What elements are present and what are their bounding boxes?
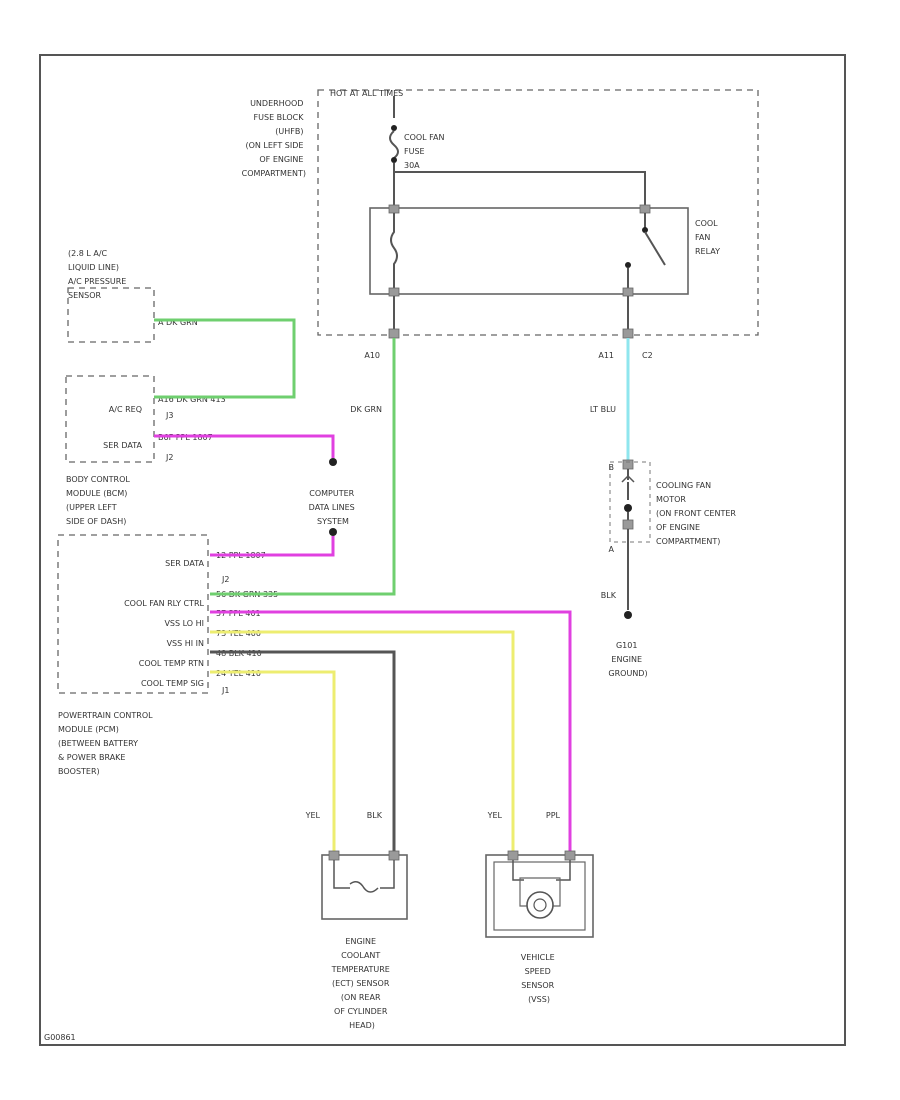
data-lines-dot-bottom — [329, 528, 337, 536]
lt-blu-label: LT BLU — [590, 405, 616, 414]
cool-fan-fuse — [389, 96, 399, 205]
pcm-row-label: VSS LO HI — [164, 619, 204, 628]
fan-pin-b: B — [609, 463, 615, 472]
ect-sensor — [321, 850, 408, 920]
wire-cool-temp-sig — [210, 670, 336, 855]
cooling-fan-motor — [609, 459, 651, 619]
pin-a10 — [388, 328, 400, 339]
bcm-row-label: SER DATA — [103, 441, 142, 450]
vss-wire-yel-label: YEL — [487, 811, 503, 820]
diagram-border — [39, 54, 846, 1046]
bcm-row-conn: J2 — [165, 453, 173, 462]
wire-cool-temp-rtn — [210, 650, 396, 855]
vss-name: VEHICLE SPEED SENSOR (VSS) — [521, 953, 558, 1004]
fuse-block-header: HOT AT ALL TIMES — [330, 89, 403, 98]
pcm-name: POWERTRAIN CONTROL MODULE (PCM) (BETWEEN… — [58, 711, 155, 776]
fan-ground-wire-label: BLK — [601, 591, 617, 600]
pin-c2-label: C2 — [642, 351, 653, 360]
pcm-rows: SER DATA 12 PPL 1807 COOL FAN RLY CTRL 5… — [124, 551, 278, 688]
relay-coil — [388, 204, 400, 297]
ect-wire-blk-label: BLK — [367, 811, 383, 820]
pin-a10-label: A10 — [364, 351, 380, 360]
fan-pin-a: A — [609, 545, 615, 554]
cool-fan-relay-box — [369, 207, 689, 295]
bcm-row-conn: J3 — [165, 411, 173, 420]
figure-id: G00861 — [44, 1033, 76, 1042]
wire-bcm-ser-data — [154, 434, 335, 458]
ect-wire-yel-label: YEL — [305, 811, 321, 820]
vss-wire-ppl-label: PPL — [546, 811, 561, 820]
wire-vss-low — [210, 610, 572, 855]
pcm-row-label: SER DATA — [165, 559, 204, 568]
ground-label: G101 ENGINE GROUND) — [608, 641, 647, 678]
pcm-row-label: COOL FAN RLY CTRL — [124, 599, 204, 608]
data-lines-dot-top — [329, 458, 337, 466]
wire-vss-high — [210, 630, 515, 855]
pin-a11-label: A11 — [598, 351, 614, 360]
relay-name: COOL FAN RELAY — [695, 219, 720, 256]
dk-grn-label: DK GRN — [350, 405, 382, 414]
ect-sensor-name: ENGINE COOLANT TEMPERATURE (ECT) SENSOR … — [331, 937, 393, 1030]
relay-switch — [622, 204, 666, 297]
bcm-row-label: A/C REQ — [109, 405, 142, 414]
bcm-row-wire: A16 DK GRN 413 — [158, 395, 226, 404]
pin-a11 — [622, 328, 634, 339]
vss-sensor — [485, 850, 594, 938]
ac-sensor-wire-label: A DK GRN — [158, 318, 198, 327]
bcm-box — [65, 375, 155, 463]
fuse-block-outline — [317, 89, 759, 336]
fan-motor-name: COOLING FAN MOTOR (ON FRONT CENTER OF EN… — [656, 481, 739, 546]
bcm-name: BODY CONTROL MODULE (BCM) (UPPER LEFT SI… — [66, 475, 132, 526]
pcm-row-label: COOL TEMP SIG — [141, 679, 204, 688]
wire-cool-fan-ctrl — [210, 338, 396, 596]
data-lines-label: COMPUTER DATA LINES SYSTEM — [309, 489, 358, 526]
pcm-conn-j1: J1 — [221, 686, 229, 695]
ac-pressure-sensor-box — [67, 287, 155, 343]
relay-feed-wire — [394, 171, 646, 205]
pcm-conn-j2: J2 — [221, 575, 229, 584]
fuse-label: COOL FAN FUSE 30A — [404, 133, 447, 170]
pcm-row-label: VSS HI IN — [167, 639, 204, 648]
ac-sensor-name: (2.8 L A/C LIQUID LINE) A/C PRESSURE SEN… — [68, 249, 129, 300]
pcm-row-label: COOL TEMP RTN — [139, 659, 204, 668]
wire-ac-sensor-green — [154, 318, 296, 399]
wire-pcm-ser-data — [210, 536, 335, 557]
fuse-block-name: UNDERHOOD FUSE BLOCK (UHFB) (ON LEFT SID… — [242, 99, 306, 178]
